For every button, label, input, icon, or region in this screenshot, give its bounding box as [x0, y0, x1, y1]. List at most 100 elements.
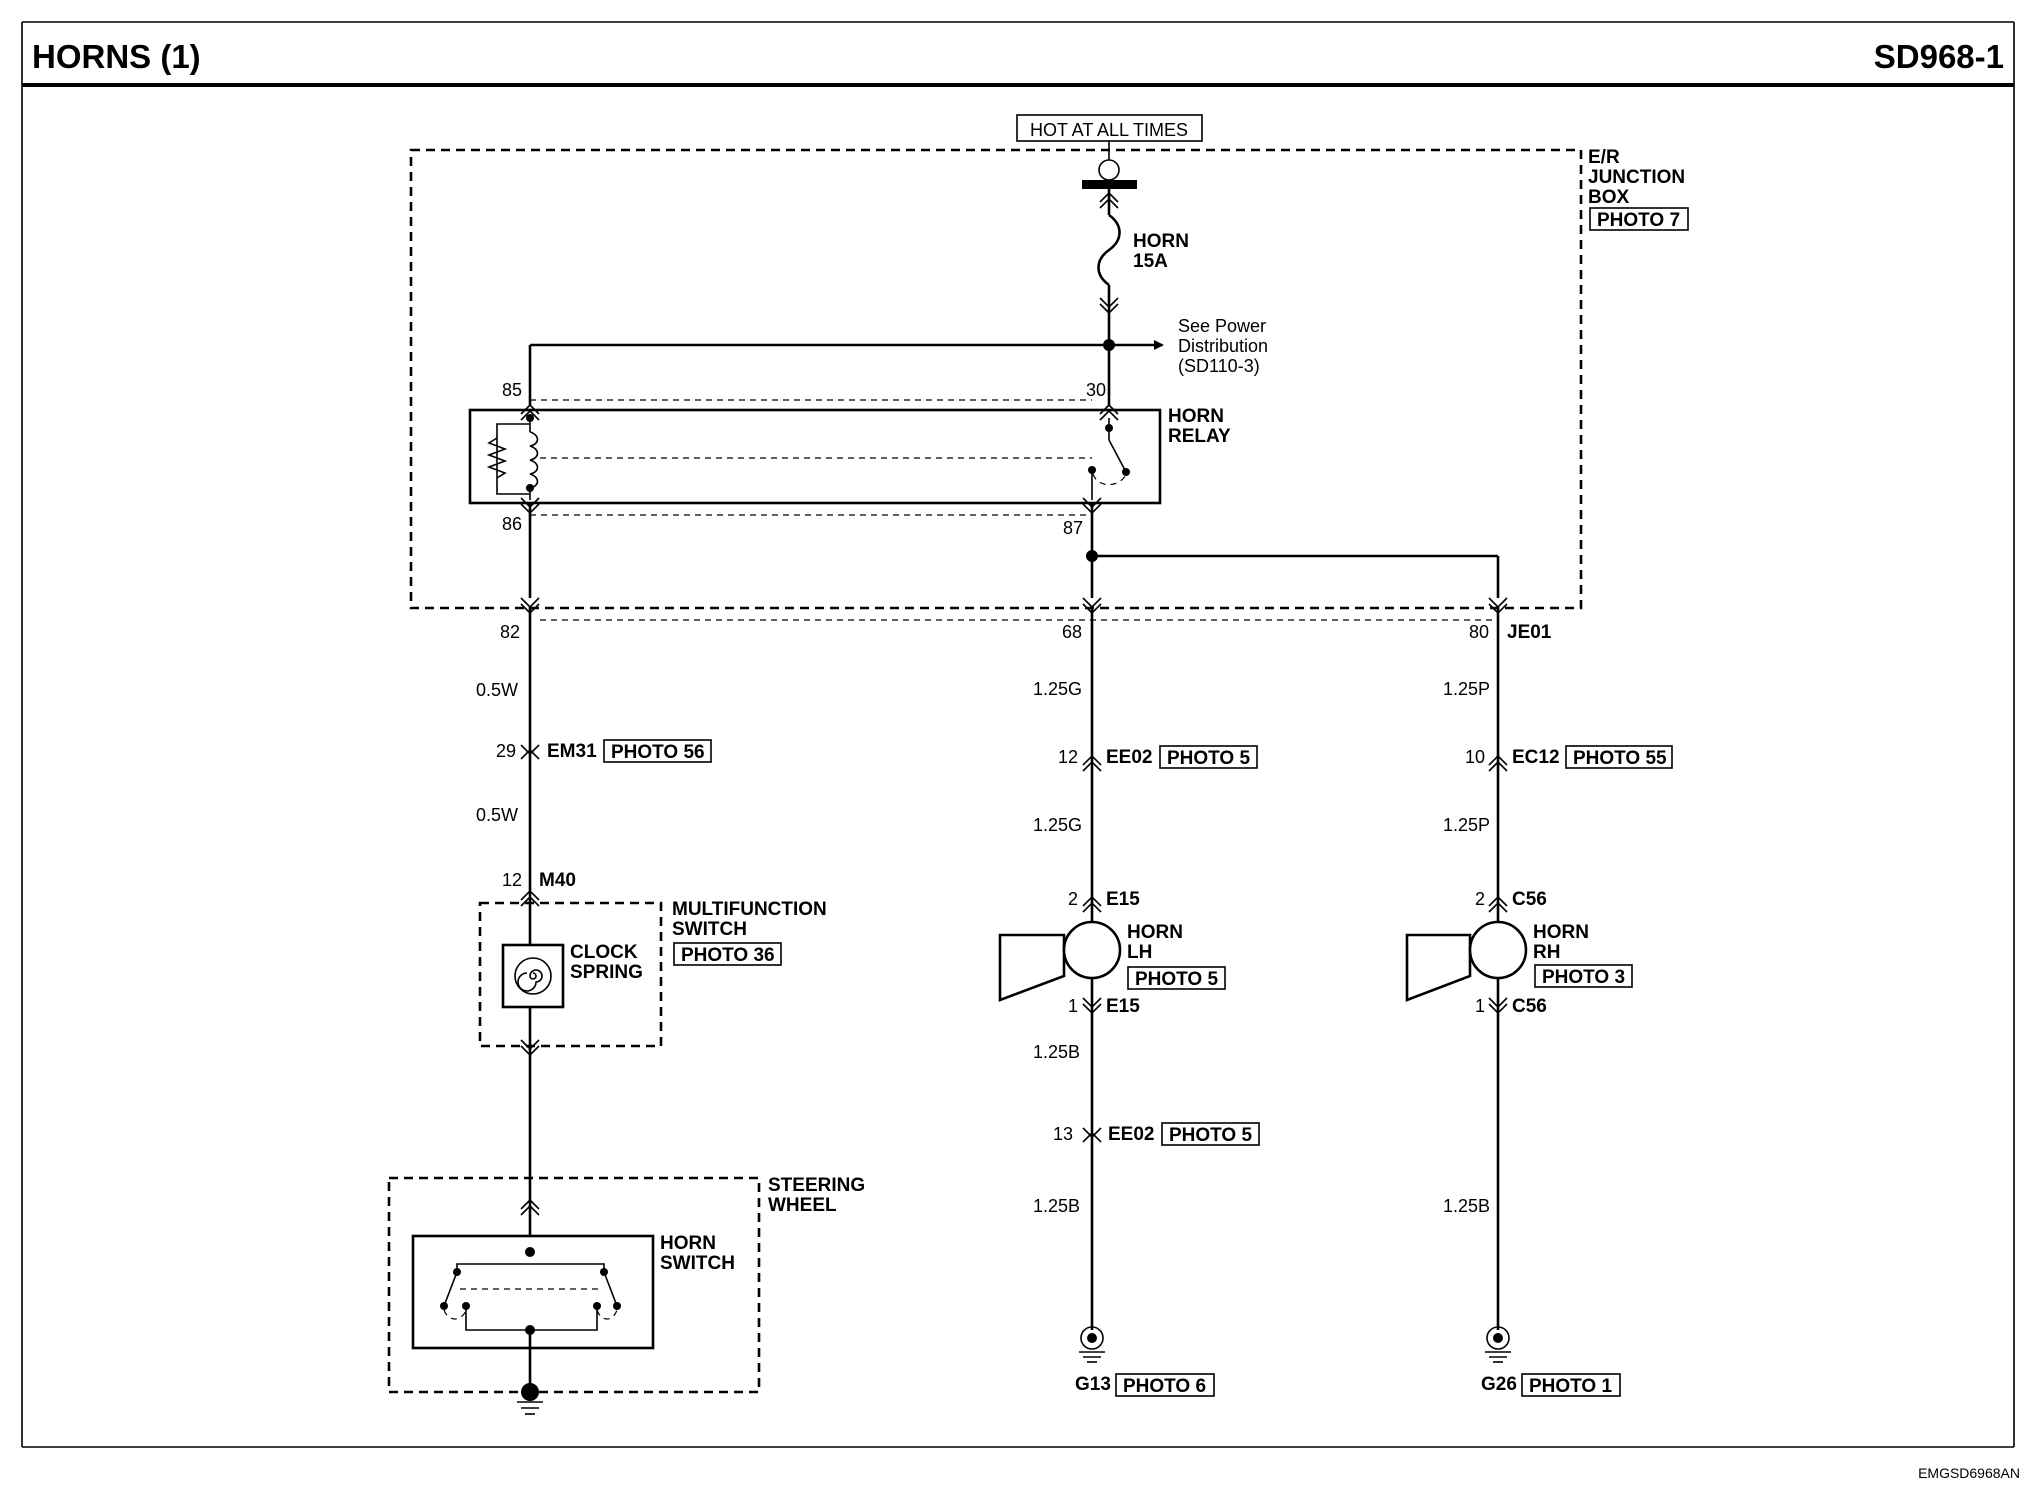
junction-box-photo-box [1589, 207, 1689, 231]
mf-switch-name-2: SWITCH [672, 919, 747, 940]
left-conn-1-pin: 29 [496, 741, 516, 761]
relay-contact-arm [1108, 439, 1127, 473]
power-terminal [1098, 159, 1120, 181]
left-conn-2-pin: 12 [502, 870, 522, 890]
left-pin-top: 82 [500, 622, 520, 642]
horn-relay-box [468, 408, 1162, 505]
horn-rh-icon [1405, 920, 1528, 1002]
mid-conn-3: EE02 [1108, 1124, 1154, 1145]
fuse-name: HORN [1133, 231, 1189, 252]
right-ground-photo-box [1521, 1373, 1621, 1397]
mid-conn-3-photo-box [1161, 1122, 1260, 1146]
clock-spring-name-1: CLOCK [570, 942, 638, 963]
relay-resistor-icon [486, 437, 508, 479]
right-conn-1: EC12 [1512, 747, 1560, 768]
c56-connector-in [1488, 895, 1508, 907]
mid-pin-top: 68 [1062, 622, 1082, 642]
left-wire-2: 0.5W [476, 805, 518, 825]
right-ground: G26 [1481, 1374, 1517, 1395]
e15-connector-in [1082, 895, 1102, 907]
horn-switch-name-2: SWITCH [660, 1253, 735, 1274]
mid-ground-photo: PHOTO 6 [1123, 1376, 1206, 1397]
bus-bar [1082, 180, 1137, 189]
power-ref-1: See Power [1178, 316, 1266, 336]
ec12-connector [1488, 754, 1508, 766]
steering-wheel-name-2: WHEEL [768, 1195, 837, 1216]
mid-conn-1-pin: 12 [1058, 747, 1078, 767]
power-ref-2: Distribution [1178, 336, 1268, 356]
mid-wire-4: 1.25B [1033, 1196, 1080, 1216]
horn-lh-photo: PHOTO 5 [1135, 969, 1218, 990]
right-horn-in-pin: 2 [1475, 889, 1485, 909]
clock-spring-name-2: SPRING [570, 962, 643, 983]
mf-switch-photo-box [673, 942, 782, 966]
image-code: EMGSD6968AN [1918, 1465, 2020, 1481]
relay-pin-87: 87 [1063, 518, 1083, 538]
mid-conn-3-photo: PHOTO 5 [1169, 1125, 1252, 1146]
mid-wire-2: 1.25G [1033, 815, 1082, 835]
mf-switch-name-1: MULTIFUNCTION [672, 899, 827, 920]
left-conn-1-photo: PHOTO 56 [611, 742, 705, 763]
ee02-connector-b [1082, 1127, 1102, 1139]
right-horn-in-conn: C56 [1512, 889, 1547, 910]
mid-conn-1-photo-box [1159, 745, 1258, 769]
relay-name-2: RELAY [1168, 426, 1231, 447]
right-conn-1-pin: 10 [1465, 747, 1485, 767]
mid-conn-1-photo: PHOTO 5 [1167, 748, 1250, 769]
steering-ground-icon [521, 1383, 539, 1401]
horn-rh-name-1: HORN [1533, 922, 1589, 943]
horn-rh-photo-box [1534, 964, 1633, 988]
steering-wheel-name-1: STEERING [768, 1175, 865, 1196]
horn-switch-name-1: HORN [660, 1233, 716, 1254]
relay-pin-30: 30 [1086, 380, 1106, 400]
junction-box-exit-connectors [520, 597, 1508, 615]
horn-switch-contacts-icon [440, 1247, 621, 1335]
right-pin-top: 80 [1469, 622, 1489, 642]
junction-box-photo: PHOTO 7 [1597, 210, 1680, 231]
power-source-box [1016, 114, 1203, 142]
right-conn-1-photo: PHOTO 55 [1573, 748, 1667, 769]
mf-switch-photo: PHOTO 36 [681, 945, 775, 966]
horn-lh-name-1: HORN [1127, 922, 1183, 943]
right-wire-1: 1.25P [1443, 679, 1490, 699]
horn-lh-icon [998, 920, 1122, 1002]
mid-conn-3-pin: 13 [1053, 1124, 1073, 1144]
horn-rh-name-2: RH [1533, 942, 1560, 963]
steering-wheel-outline [387, 1176, 761, 1394]
mid-horn-out-pin: 1 [1068, 996, 1078, 1016]
page-code: SD968-1 [1874, 38, 2004, 75]
mid-horn-in-conn: E15 [1106, 889, 1140, 910]
page-title: HORNS (1) [32, 38, 201, 75]
horn-lh-photo-box [1127, 966, 1226, 990]
right-horn-out-conn: C56 [1512, 996, 1547, 1017]
ee02-connector-a [1082, 754, 1102, 766]
page-frame [21, 21, 2015, 1448]
em31-connector [520, 744, 540, 756]
junction-box-label-1: E/R [1588, 147, 1620, 168]
relay-pin-86: 86 [502, 514, 522, 534]
horn-fuse-icon [1097, 213, 1121, 287]
right-horn-out-pin: 1 [1475, 996, 1485, 1016]
clock-spring-icon [514, 957, 552, 995]
c56-connector-out [1488, 997, 1508, 1009]
fuse-rating: 15A [1133, 251, 1168, 272]
e15-connector-out [1082, 997, 1102, 1009]
ground-g13-icon [1079, 1326, 1105, 1363]
right-wire-3: 1.25B [1443, 1196, 1490, 1216]
left-conn-2: M40 [539, 870, 576, 891]
horn-lh-name-2: LH [1127, 942, 1152, 963]
relay-coil-icon [529, 431, 539, 489]
junction-box-label-3: BOX [1588, 187, 1630, 208]
left-wire-1: 0.5W [476, 680, 518, 700]
ground-g26-icon [1485, 1326, 1511, 1363]
junction-box-label-2: JUNCTION [1588, 167, 1685, 188]
mid-wire-3: 1.25B [1033, 1042, 1080, 1062]
mid-horn-in-pin: 2 [1068, 889, 1078, 909]
left-conn-1: EM31 [547, 741, 597, 762]
right-ground-photo: PHOTO 1 [1529, 1376, 1612, 1397]
power-ref-3: (SD110-3) [1178, 356, 1260, 376]
power-source-label: HOT AT ALL TIMES [1030, 120, 1188, 140]
horn-rh-photo: PHOTO 3 [1542, 967, 1625, 988]
mid-wire-1: 1.25G [1033, 679, 1082, 699]
